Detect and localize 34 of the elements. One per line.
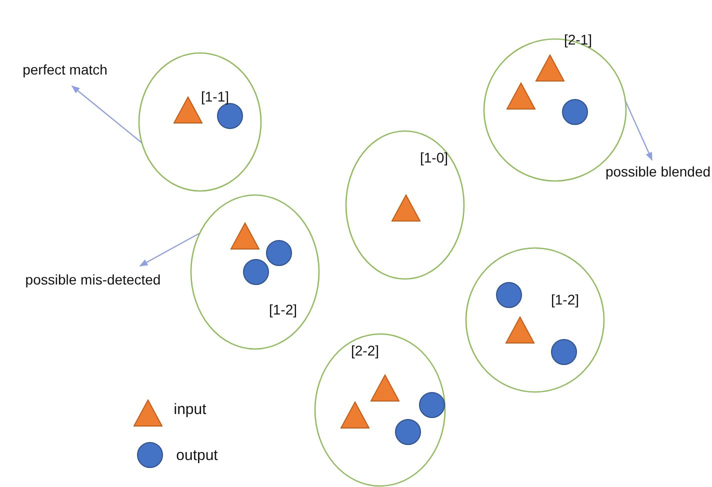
triangle-marker bbox=[340, 401, 370, 429]
group-label: [1-1] bbox=[201, 89, 229, 105]
triangle-marker bbox=[370, 374, 400, 402]
annotation-label: possible blended bbox=[605, 164, 711, 180]
circle-marker bbox=[241, 258, 271, 286]
circle-marker bbox=[417, 391, 447, 419]
group-ellipse bbox=[314, 333, 446, 487]
group-label: [1-2] bbox=[551, 292, 579, 308]
legend-label: output bbox=[176, 448, 218, 464]
group-label: [1-2] bbox=[269, 302, 297, 318]
triangle-marker bbox=[535, 54, 565, 82]
legend-label: input bbox=[174, 402, 206, 418]
group-ellipse bbox=[345, 130, 465, 280]
circle-marker bbox=[494, 281, 524, 309]
circle-marker bbox=[393, 418, 423, 446]
group-label: [2-1] bbox=[564, 32, 592, 48]
triangle-marker bbox=[505, 316, 535, 344]
triangle-marker bbox=[173, 96, 203, 124]
triangle-marker bbox=[230, 222, 260, 250]
group-label: [2-2] bbox=[351, 343, 379, 359]
circle-marker bbox=[560, 98, 590, 126]
group-ellipse bbox=[138, 52, 262, 192]
arrow bbox=[624, 100, 653, 161]
circle-marker bbox=[264, 239, 294, 267]
annotation-label: possible mis-detected bbox=[25, 272, 161, 288]
triangle-marker bbox=[506, 82, 536, 110]
group-ellipse bbox=[190, 194, 320, 350]
annotation-label: perfect match bbox=[22, 62, 108, 78]
circle-marker bbox=[549, 338, 579, 366]
group-ellipse bbox=[465, 247, 605, 393]
group-label: [1-0] bbox=[420, 150, 448, 166]
arrow bbox=[71, 85, 142, 144]
triangle-marker bbox=[391, 194, 421, 222]
arrow bbox=[139, 232, 200, 267]
